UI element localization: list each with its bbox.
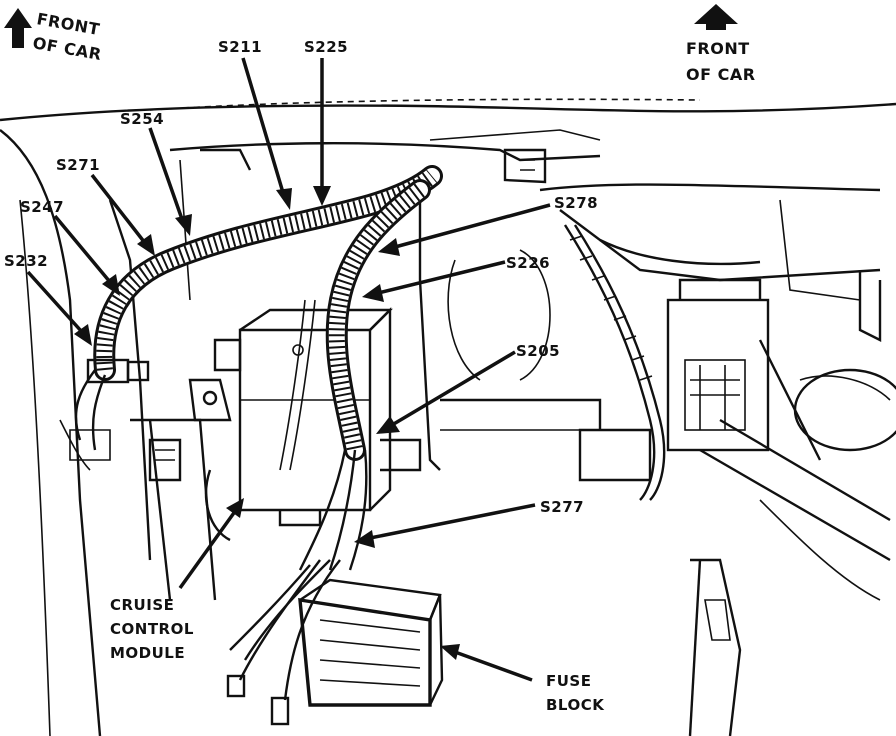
label-s271: S271	[56, 156, 100, 174]
main-harness	[93, 165, 443, 461]
fuse-block	[298, 578, 444, 707]
cruise-module-label-line2: CONTROL	[110, 620, 194, 638]
label-s226: S226	[506, 254, 550, 272]
callout-arrows	[26, 57, 551, 682]
front-of-car-right-line2: OF CAR	[686, 65, 756, 84]
fuse-block-label-line1: FUSE	[546, 672, 591, 690]
fuse-block-label-line2: BLOCK	[546, 696, 605, 714]
label-s232: S232	[4, 252, 48, 270]
front-of-car-arrow-left	[4, 8, 32, 48]
label-s278: S278	[554, 194, 598, 212]
fuse-block-wiring	[226, 299, 368, 726]
front-of-car-arrow-right	[694, 4, 738, 30]
label-s277: S277	[540, 498, 584, 516]
front-of-car-right-line1: FRONT	[686, 39, 750, 58]
cruise-module-label-line1: CRUISE	[110, 596, 174, 614]
left-connector-wires	[69, 358, 150, 461]
label-s205: S205	[516, 342, 560, 360]
cruise-control-module	[213, 307, 393, 527]
label-s225: S225	[304, 38, 348, 56]
right-harness	[563, 224, 822, 501]
label-s247: S247	[20, 198, 64, 216]
label-s211: S211	[218, 38, 262, 56]
dash-panel-structure	[0, 98, 896, 736]
cruise-module-label-line3: MODULE	[110, 644, 185, 662]
label-s254: S254	[120, 110, 164, 128]
